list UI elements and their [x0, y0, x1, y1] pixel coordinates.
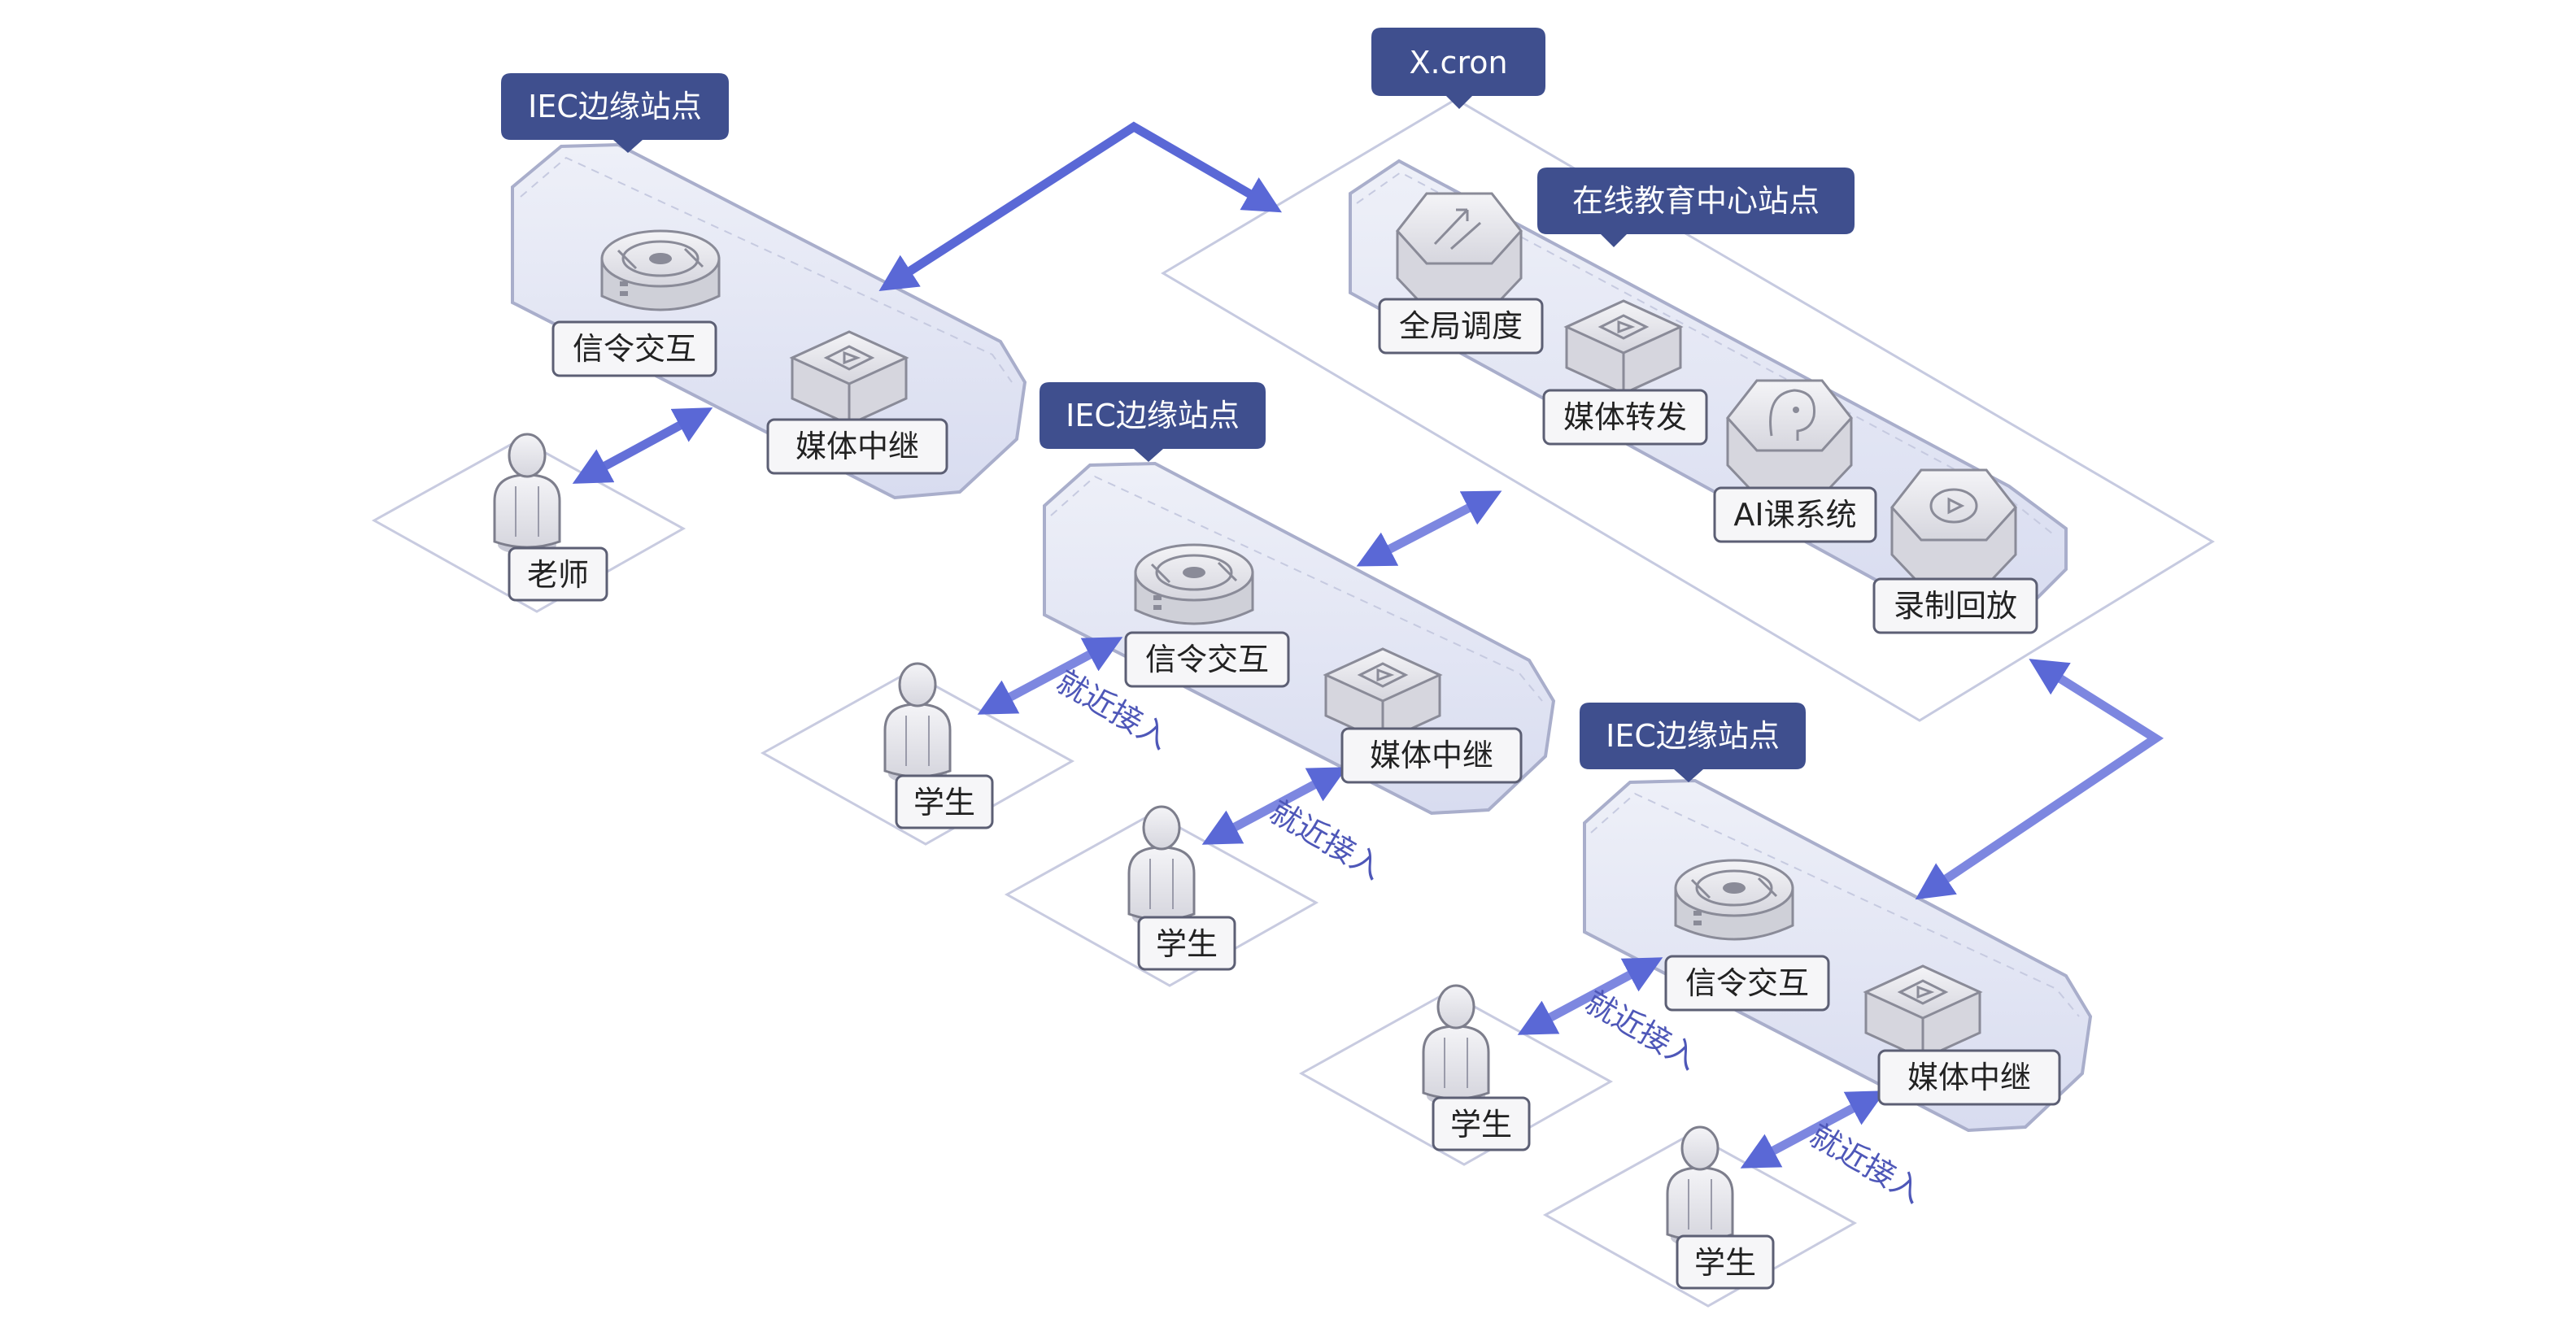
access-label-4: 就近接入 — [1804, 1117, 1929, 1210]
mid-to-center-arrow — [1356, 490, 1502, 567]
person-icon — [1666, 1125, 1734, 1249]
center-to-bottom-arrow — [1915, 659, 2164, 900]
student1-floor — [760, 670, 1075, 846]
signal-disc-icon — [1134, 543, 1254, 625]
student-label: 学生 — [1156, 926, 1218, 962]
iec-top-tag: IEC边缘站点 — [528, 89, 702, 124]
student1-access-arrow — [977, 637, 1123, 715]
bottom-relay-label: 媒体中继 — [1907, 1060, 2031, 1095]
ai-head-icon — [1726, 379, 1853, 498]
student-label: 学生 — [913, 785, 975, 821]
student4-access-arrow — [1740, 1090, 1886, 1169]
student2-access-arrow — [1201, 767, 1348, 845]
teacher-label: 老师 — [527, 557, 589, 593]
top-signal-label: 信令交互 — [573, 331, 696, 367]
record-playback-icon — [1890, 468, 2017, 587]
iec-bottom-tag: IEC边缘站点 — [1606, 718, 1780, 754]
student2-floor — [1004, 812, 1319, 987]
xcron-to-top-iec-arrow — [878, 121, 1282, 292]
mid-relay-label: 媒体中继 — [1370, 738, 1493, 773]
iec-mid-tag: IEC边缘站点 — [1066, 398, 1240, 433]
student4-floor — [1542, 1132, 1858, 1308]
signal-disc-icon — [1674, 859, 1794, 941]
person-icon — [883, 662, 952, 786]
mid-signal-label: 信令交互 — [1145, 642, 1269, 677]
student-label: 学生 — [1450, 1107, 1512, 1143]
person-icon — [493, 433, 561, 556]
access-label-2: 就近接入 — [1264, 794, 1389, 886]
xcron-zone — [1161, 98, 2215, 722]
person-icon — [1127, 805, 1196, 929]
global-dispatch-label: 全局调度 — [1399, 308, 1523, 344]
media-forward-label: 媒体转发 — [1563, 399, 1687, 435]
person-icon — [1422, 984, 1490, 1108]
arrows — [572, 121, 2164, 1169]
student3-floor — [1298, 990, 1614, 1166]
record-playback-label: 录制回放 — [1894, 588, 2017, 624]
xcron-tag: X.cron — [1409, 45, 1507, 81]
student3-access-arrow — [1517, 957, 1663, 1035]
center-site-tag: 在线教育中心站点 — [1572, 183, 1820, 219]
student-label: 学生 — [1694, 1245, 1756, 1281]
bottom-signal-label: 信令交互 — [1685, 965, 1809, 1001]
signal-disc-icon — [600, 229, 721, 311]
top-relay-label: 媒体中继 — [795, 429, 919, 464]
dispatch-arrows-icon — [1396, 192, 1523, 311]
ai-class-label: AI课系统 — [1733, 497, 1856, 533]
teacher-link-arrow — [572, 407, 713, 484]
teacher-floor — [371, 437, 686, 613]
